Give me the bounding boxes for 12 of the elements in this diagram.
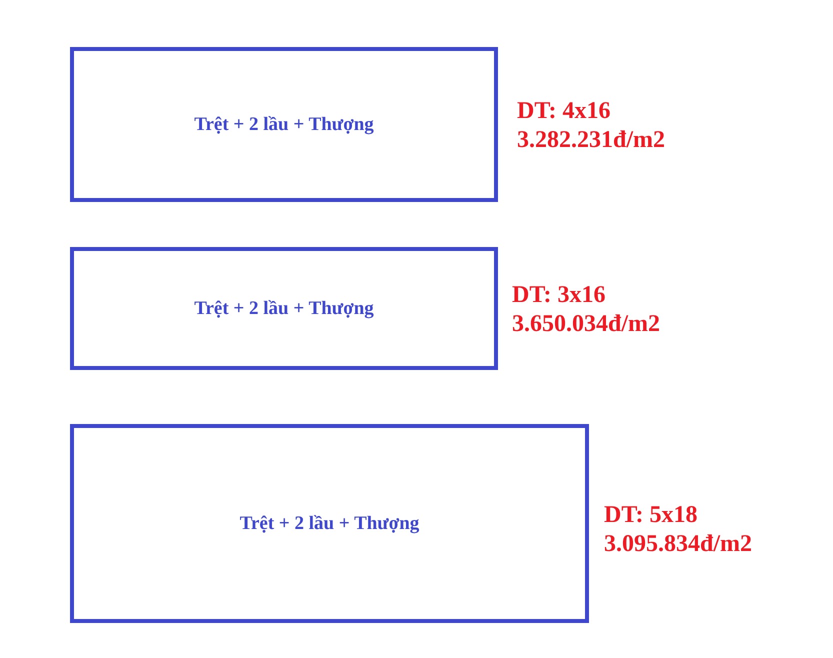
area-price-text: DT: 3x16 — [512, 281, 607, 310]
floor-description: Trệt + 2 lầu + Thượng — [240, 512, 420, 534]
floor-description: Trệt + 2 lầu + Thượng — [194, 114, 374, 136]
floor-plan-box — [70, 424, 589, 623]
area-price-text: 3.282.231đ/m2 — [517, 126, 666, 155]
area-price-text: DT: 5x18 — [604, 501, 699, 530]
area-price-text: 3.095.834đ/m2 — [604, 530, 752, 559]
area-price-text: 3.650.034đ/m2 — [512, 310, 660, 339]
floor-plan-box — [70, 247, 498, 370]
area-price-text: DT: 4x16 — [517, 97, 612, 126]
floor-plan-box — [70, 47, 498, 202]
floor-description: Trệt + 2 lầu + Thượng — [194, 298, 374, 320]
